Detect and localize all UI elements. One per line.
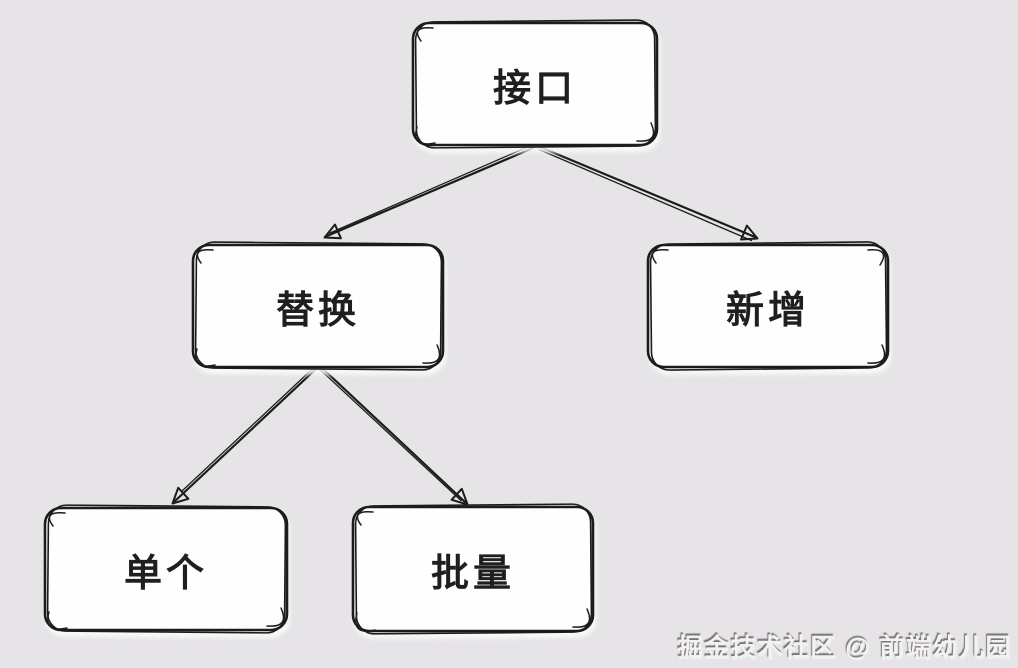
node-box-interface <box>411 19 659 149</box>
edge-replace-batch <box>319 366 469 506</box>
node-box-replace <box>191 241 445 371</box>
node-box-batch <box>351 503 595 635</box>
edge-interface-add <box>538 145 759 242</box>
node-box-add <box>646 241 890 371</box>
watermark: 掘金技术社区 @ 前端幼儿园 <box>677 634 1012 662</box>
node-box-single <box>43 504 289 634</box>
edge-interface-replace <box>323 144 535 240</box>
edge-replace-single <box>171 365 319 505</box>
